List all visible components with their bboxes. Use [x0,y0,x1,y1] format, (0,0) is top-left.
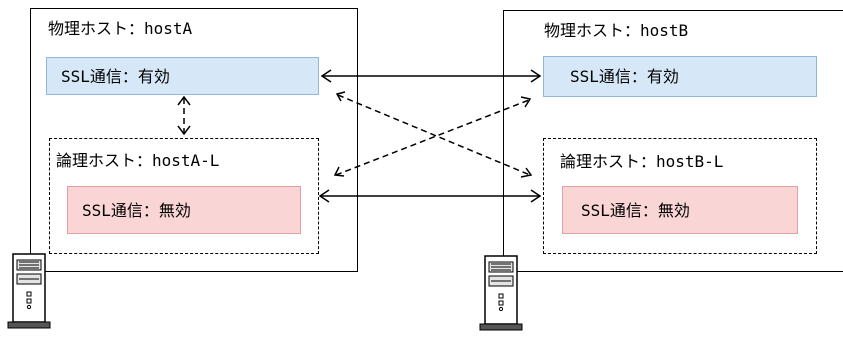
host-a-ssl-enabled: SSL通信：有効 [46,57,319,95]
logical-host-b-ssl-label: SSL通信：無効 [581,201,690,220]
arrow-logical-a-to-logical-b [318,189,542,203]
arrow-host-a-to-host-b [320,69,542,83]
logical-host-a-ssl-label: SSL通信：無効 [82,201,191,220]
logical-host-a-title: 論理ホスト：hostA-L [56,151,220,170]
physical-host-a-title: 物理ホスト：hostA [48,19,193,38]
logical-host-b-title: 論理ホスト：hostB-L [560,152,724,171]
host-b-ssl-label: SSL通信：有効 [570,67,679,86]
server-tower-icon [7,253,51,329]
server-tower-icon [479,255,523,331]
arrow-host-a-to-logical-b [337,94,531,176]
physical-host-b-title: 物理ホスト：hostB [544,21,689,40]
logical-host-b-ssl-disabled: SSL通信：無効 [562,186,798,234]
host-a-ssl-label: SSL通信：有効 [61,67,170,86]
logical-host-a-ssl-disabled: SSL通信：無効 [67,186,301,234]
arrow-logical-a-to-host-b [335,99,530,176]
host-b-ssl-enabled: SSL通信：有効 [543,56,817,97]
